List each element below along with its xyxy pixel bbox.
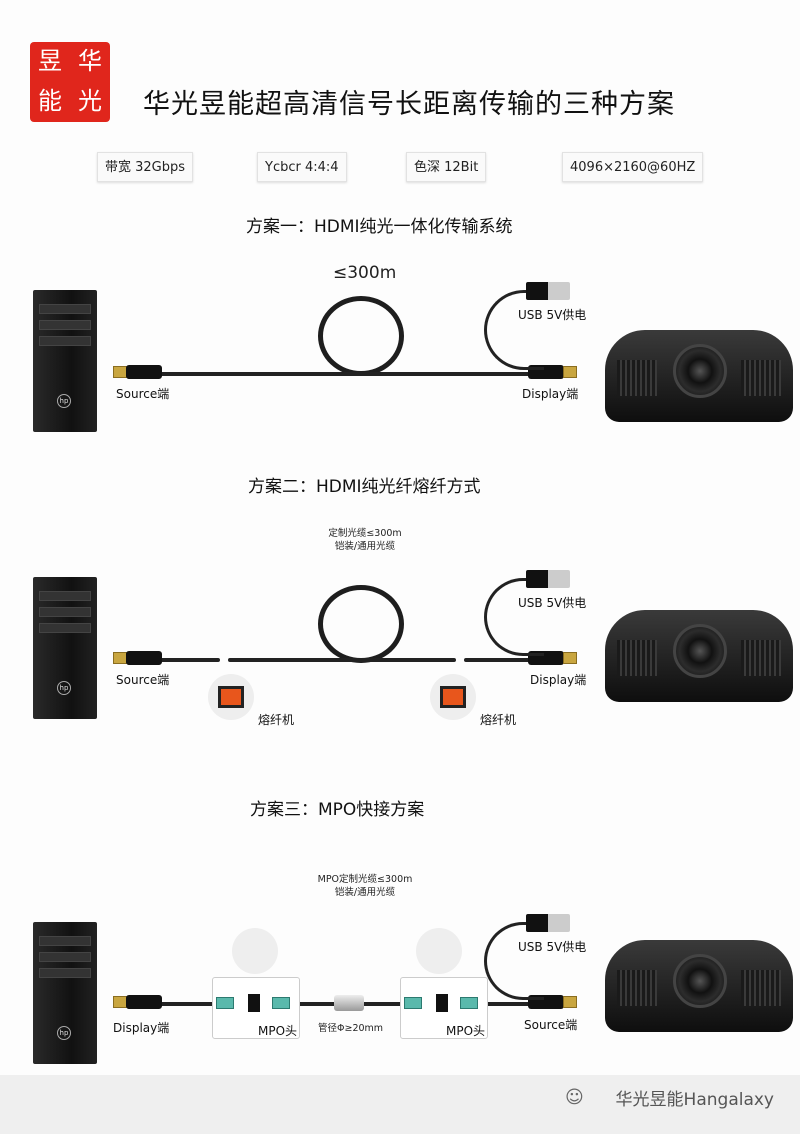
fiber-cable-segment: [150, 658, 220, 662]
hp-logo-icon: hp: [57, 681, 71, 695]
usb-cable: [484, 578, 544, 656]
mpo-plug-icon: [460, 997, 478, 1009]
mpo-label: MPO头: [258, 1024, 298, 1038]
fusion-splicer-icon: [208, 674, 254, 720]
source-connector: [126, 651, 162, 665]
scheme2-title: 方案二：HDMI纯光纤熔纤方式: [248, 477, 481, 497]
pc-tower: hp: [33, 922, 97, 1064]
watermark: 华光昱能Hangalaxy: [615, 1090, 774, 1110]
fusion-splicer-label: 熔纤机: [480, 713, 517, 727]
usb-plug-icon: [526, 914, 570, 932]
source-label: Source端: [524, 1018, 578, 1032]
spec-resolution: 4096×2160@60HZ: [562, 152, 704, 182]
brand-seal-logo: 昱 华 能 光: [30, 42, 110, 122]
scheme3-title: 方案三：MPO快接方案: [250, 800, 425, 820]
usb-power-label: USB 5V供电: [518, 308, 587, 322]
projector-lens: [673, 624, 727, 678]
usb-plug-icon: [526, 282, 570, 300]
projector: [605, 330, 793, 422]
pipe-diameter-note: 管径Φ≥20mm: [318, 1023, 384, 1034]
seal-char: 光: [78, 87, 102, 115]
projector: [605, 940, 793, 1032]
fusion-splicer-icon: [430, 674, 476, 720]
source-connector: [126, 365, 162, 379]
pulling-sleeve-icon: [334, 995, 364, 1011]
mpo-plug-icon: [272, 997, 290, 1009]
cable-length-note: 定制光缆≤300m: [328, 528, 402, 539]
cable-type-note: 铠装/通用光缆: [334, 541, 396, 552]
hdmi-plug-icon: [113, 366, 127, 378]
usb-cable: [484, 290, 544, 370]
wechat-icon: ☺: [565, 1087, 584, 1108]
fiber-cable: [150, 372, 530, 376]
display-label: Display端: [113, 1021, 170, 1035]
fusion-splicer-label: 熔纤机: [258, 713, 295, 727]
pc-tower: hp: [33, 290, 97, 432]
spec-color-format: Ycbcr 4:4:4: [257, 152, 347, 182]
hp-logo-icon: hp: [57, 1026, 71, 1040]
fiber-coil: [318, 585, 404, 663]
mpo-adapter-icon: [436, 994, 448, 1012]
seal-char: 华: [78, 47, 102, 75]
fiber-coil: [318, 296, 404, 376]
seal-char: 能: [38, 87, 62, 115]
scheme1-title: 方案一：HDMI纯光一体化传输系统: [246, 217, 513, 237]
projector: [605, 610, 793, 702]
mpo-plug-icon: [216, 997, 234, 1009]
hdmi-plug-icon: [563, 652, 577, 664]
display-label: Display端: [522, 387, 579, 401]
spec-bandwidth: 带宽 32Gbps: [97, 152, 194, 182]
mpo-label: MPO头: [446, 1024, 486, 1038]
fiber-cable-segment: [228, 658, 456, 662]
display-label: Display端: [530, 673, 587, 687]
mpo-plug-icon: [404, 997, 422, 1009]
scheme2-cable-note: 定制光缆≤300m 铠装/通用光缆: [300, 527, 430, 553]
mpo-closeup-icon: [232, 928, 278, 974]
hdmi-plug-icon: [113, 652, 127, 664]
hdmi-plug-icon: [563, 996, 577, 1008]
usb-cable: [484, 922, 544, 1000]
footer-bar: [0, 1075, 800, 1134]
usb-power-label: USB 5V供电: [518, 940, 587, 954]
spec-color-depth: 色深 12Bit: [406, 152, 487, 182]
fiber-cable-segment: [464, 658, 530, 662]
mpo-adapter-icon: [248, 994, 260, 1012]
pc-tower: hp: [33, 577, 97, 719]
hdmi-plug-icon: [113, 996, 127, 1008]
projector-lens: [673, 344, 727, 398]
usb-plug-icon: [526, 570, 570, 588]
usb-power-label: USB 5V供电: [518, 596, 587, 610]
cable-type-note: 铠装/通用光缆: [334, 887, 396, 898]
page-title: 华光昱能超高清信号长距离传输的三种方案: [143, 89, 675, 120]
mpo-closeup-icon: [416, 928, 462, 974]
projector-lens: [673, 954, 727, 1008]
hp-logo-icon: hp: [57, 394, 71, 408]
source-label: Source端: [116, 387, 170, 401]
scheme3-cable-note: MPO定制光缆≤300m 铠装/通用光缆: [300, 873, 430, 899]
hdmi-plug-icon: [563, 366, 577, 378]
source-label: Source端: [116, 673, 170, 687]
cable-length-note: MPO定制光缆≤300m: [317, 874, 413, 885]
scheme1-distance: ≤300m: [333, 263, 397, 283]
display-connector: [126, 995, 162, 1009]
seal-char: 昱: [38, 47, 62, 75]
